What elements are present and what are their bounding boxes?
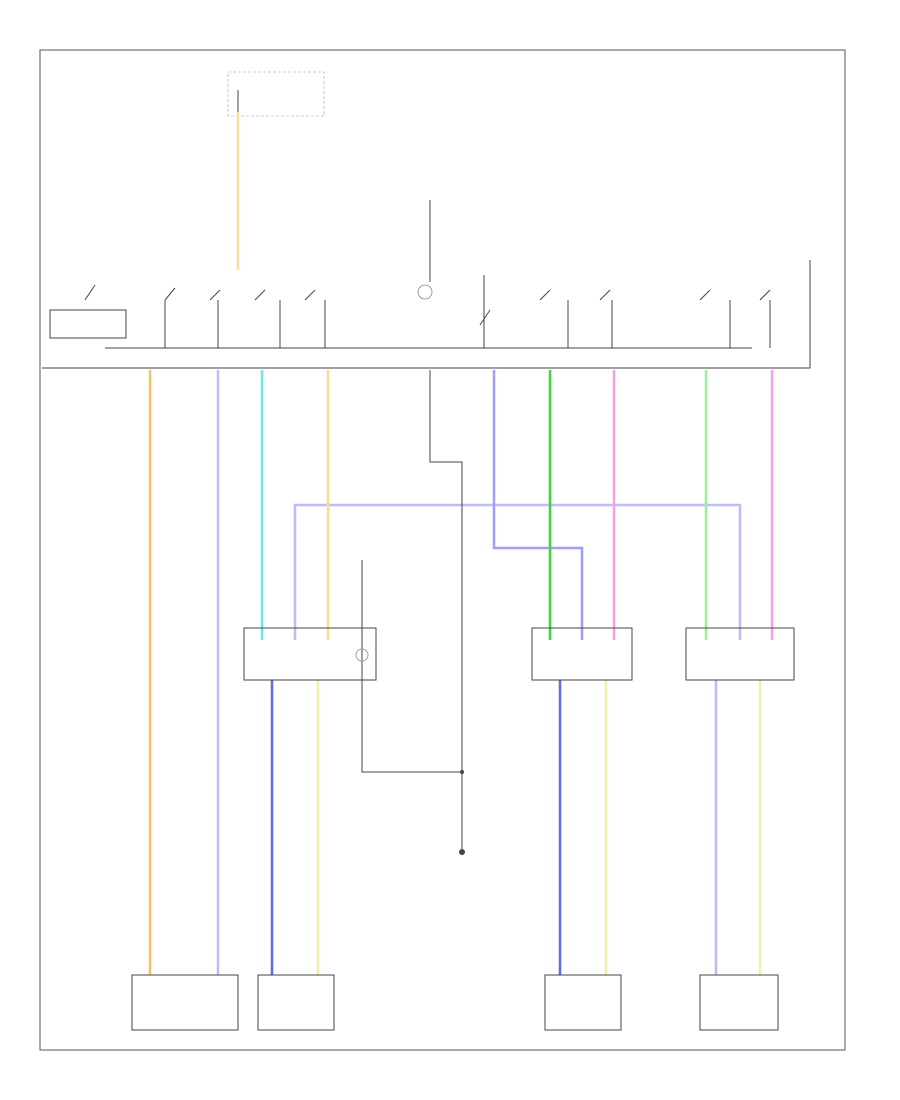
ground-node xyxy=(460,770,464,774)
left-front-motor xyxy=(131,974,239,1031)
right-rear-door-switch xyxy=(685,627,795,681)
right-front-motor xyxy=(257,974,335,1031)
wire-black-branch xyxy=(361,560,462,773)
wire-violet-cross xyxy=(293,503,742,640)
ground-icon xyxy=(459,849,465,855)
diagram-frame xyxy=(39,49,846,1051)
fuse-block xyxy=(227,71,325,117)
right-rear-motor xyxy=(699,974,779,1031)
wire-blue-cross xyxy=(492,370,584,640)
master-switch xyxy=(42,200,811,369)
wire-black-ground xyxy=(429,370,463,850)
right-front-door-switch xyxy=(243,627,377,681)
left-rear-motor xyxy=(544,974,622,1031)
left-rear-door-switch xyxy=(531,627,633,681)
